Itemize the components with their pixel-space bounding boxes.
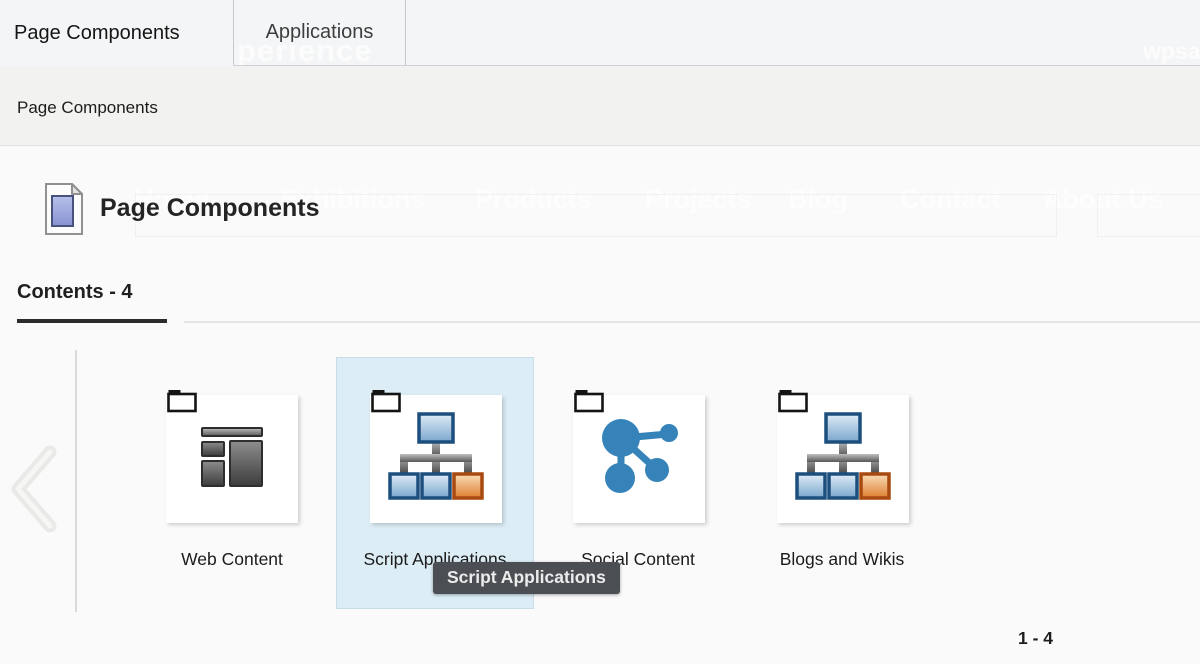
document-icon <box>45 183 83 235</box>
page-title: Page Components <box>100 194 320 222</box>
tab-applications-label: Applications <box>265 21 374 43</box>
title-focus-outline <box>135 194 1057 237</box>
breadcrumb[interactable]: Page Components <box>17 98 158 117</box>
tab-bar-divider <box>233 65 1200 66</box>
list-item-blogs-and-wikis[interactable] <box>777 390 909 523</box>
pagination-range: 1 - 4 <box>1018 628 1054 648</box>
top-tab-bar: perience wpsa Page Components Applicatio… <box>0 0 1200 68</box>
item-label-web-content: Web Content <box>181 549 283 569</box>
breadcrumb-bar: Home Exhibitions Products Projects Blog … <box>0 66 1200 214</box>
folder-icon <box>778 390 808 413</box>
social-content-icon <box>602 419 678 493</box>
tab-page-components-label: Page Components <box>14 21 180 44</box>
carousel-divider <box>75 350 77 612</box>
script-applications-icon <box>388 412 484 500</box>
web-content-icon <box>201 427 263 487</box>
tab-page-components[interactable]: Page Components <box>0 0 233 66</box>
tooltip: Script Applications <box>433 562 620 594</box>
folder-icon <box>574 390 604 413</box>
ghost-brand-text: wpsa <box>1143 38 1200 64</box>
toolbar-focus-outline <box>1097 194 1200 237</box>
tab-contents[interactable]: Contents - 4 <box>17 281 133 303</box>
list-item-script-applications[interactable] <box>370 390 502 523</box>
blogs-and-wikis-icon <box>795 412 891 500</box>
folder-icon <box>371 390 401 413</box>
list-item-web-content[interactable] <box>166 390 298 523</box>
active-tab-underline <box>17 319 167 323</box>
chevron-left-icon[interactable] <box>6 444 62 534</box>
tab-baseline <box>184 321 1200 323</box>
folder-icon <box>167 390 197 413</box>
tab-applications[interactable]: Applications <box>233 0 406 65</box>
item-label-blogs-and-wikis: Blogs and Wikis <box>779 549 905 569</box>
list-item-social-content[interactable] <box>573 390 705 523</box>
